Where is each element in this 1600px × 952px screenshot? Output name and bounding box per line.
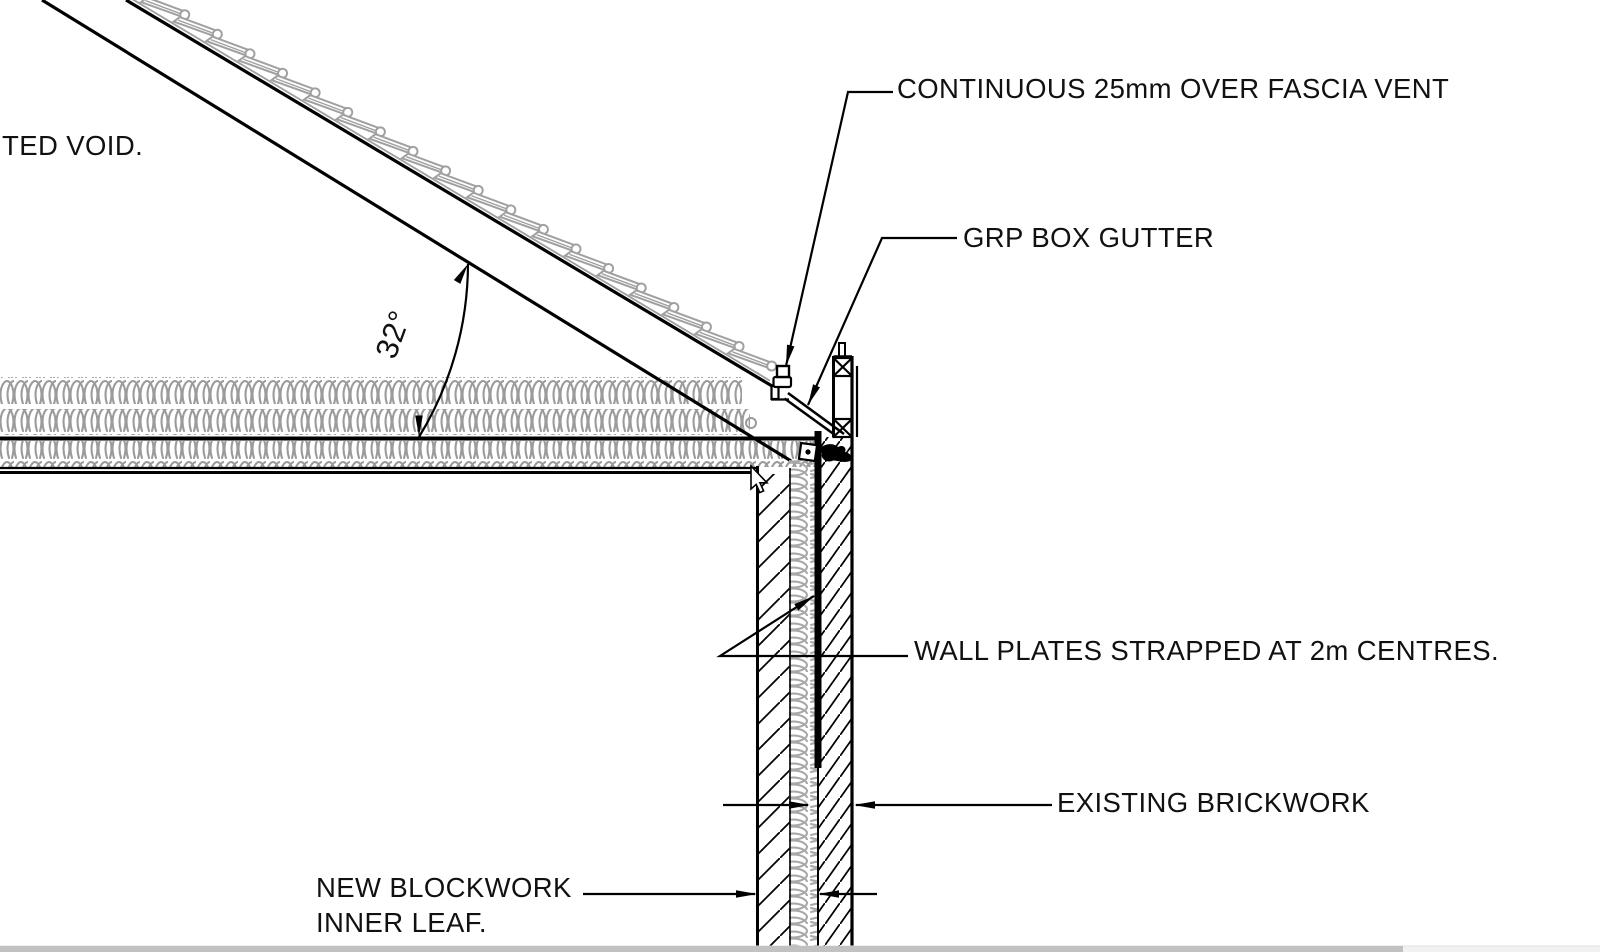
insulation-layer-middle [0,409,750,435]
pitch-arc [418,263,470,438]
new-blockwork-label-line2: INNER LEAF. [316,907,487,938]
roof-tiles [67,0,779,382]
new-blockwork-leaf [758,474,790,952]
existing-brickwork-label: EXISTING BRICKWORK [1057,787,1370,818]
existing-brick-leaf [818,437,852,952]
cavity-insulation [789,460,817,952]
over-fascia-vent [772,375,793,389]
wall-plate-strap [814,431,822,768]
leader-new-blockwork [583,890,877,898]
scrollbar-thumb[interactable] [0,946,1403,952]
grp-box-gutter [783,391,845,437]
leader-box-gutter [804,236,957,407]
roof-pitch-label: 32° [368,306,417,363]
fascia-vent-assembly [770,364,793,401]
leader-existing-brickwork [723,801,1052,809]
box-gutter-label: GRP BOX GUTTER [963,222,1214,253]
insulation-end-curl [745,417,757,429]
new-blockwork-label-line1: NEW BLOCKWORK [316,872,572,903]
leader-fascia-vent [782,90,893,367]
mouse-cursor-icon [750,464,769,494]
fixing-symbol [797,441,819,463]
rafter-underside-line [41,0,792,463]
vent-cap [775,364,791,379]
ventilated-void-label: TED VOID. [2,130,143,161]
cavity-wall [756,356,854,952]
leader-wall-plates [716,592,908,658]
rafter-top-line [125,0,778,391]
insulation-layer-top [0,377,742,404]
fascia-vent-label: CONTINUOUS 25mm OVER FASCIA VENT [897,73,1449,104]
insulation-layer-between-joists [0,441,816,467]
wall-plates-label: WALL PLATES STRAPPED AT 2m CENTRES. [914,635,1499,666]
horizontal-scrollbar[interactable] [0,945,1600,952]
wall-plate-section [818,444,852,462]
